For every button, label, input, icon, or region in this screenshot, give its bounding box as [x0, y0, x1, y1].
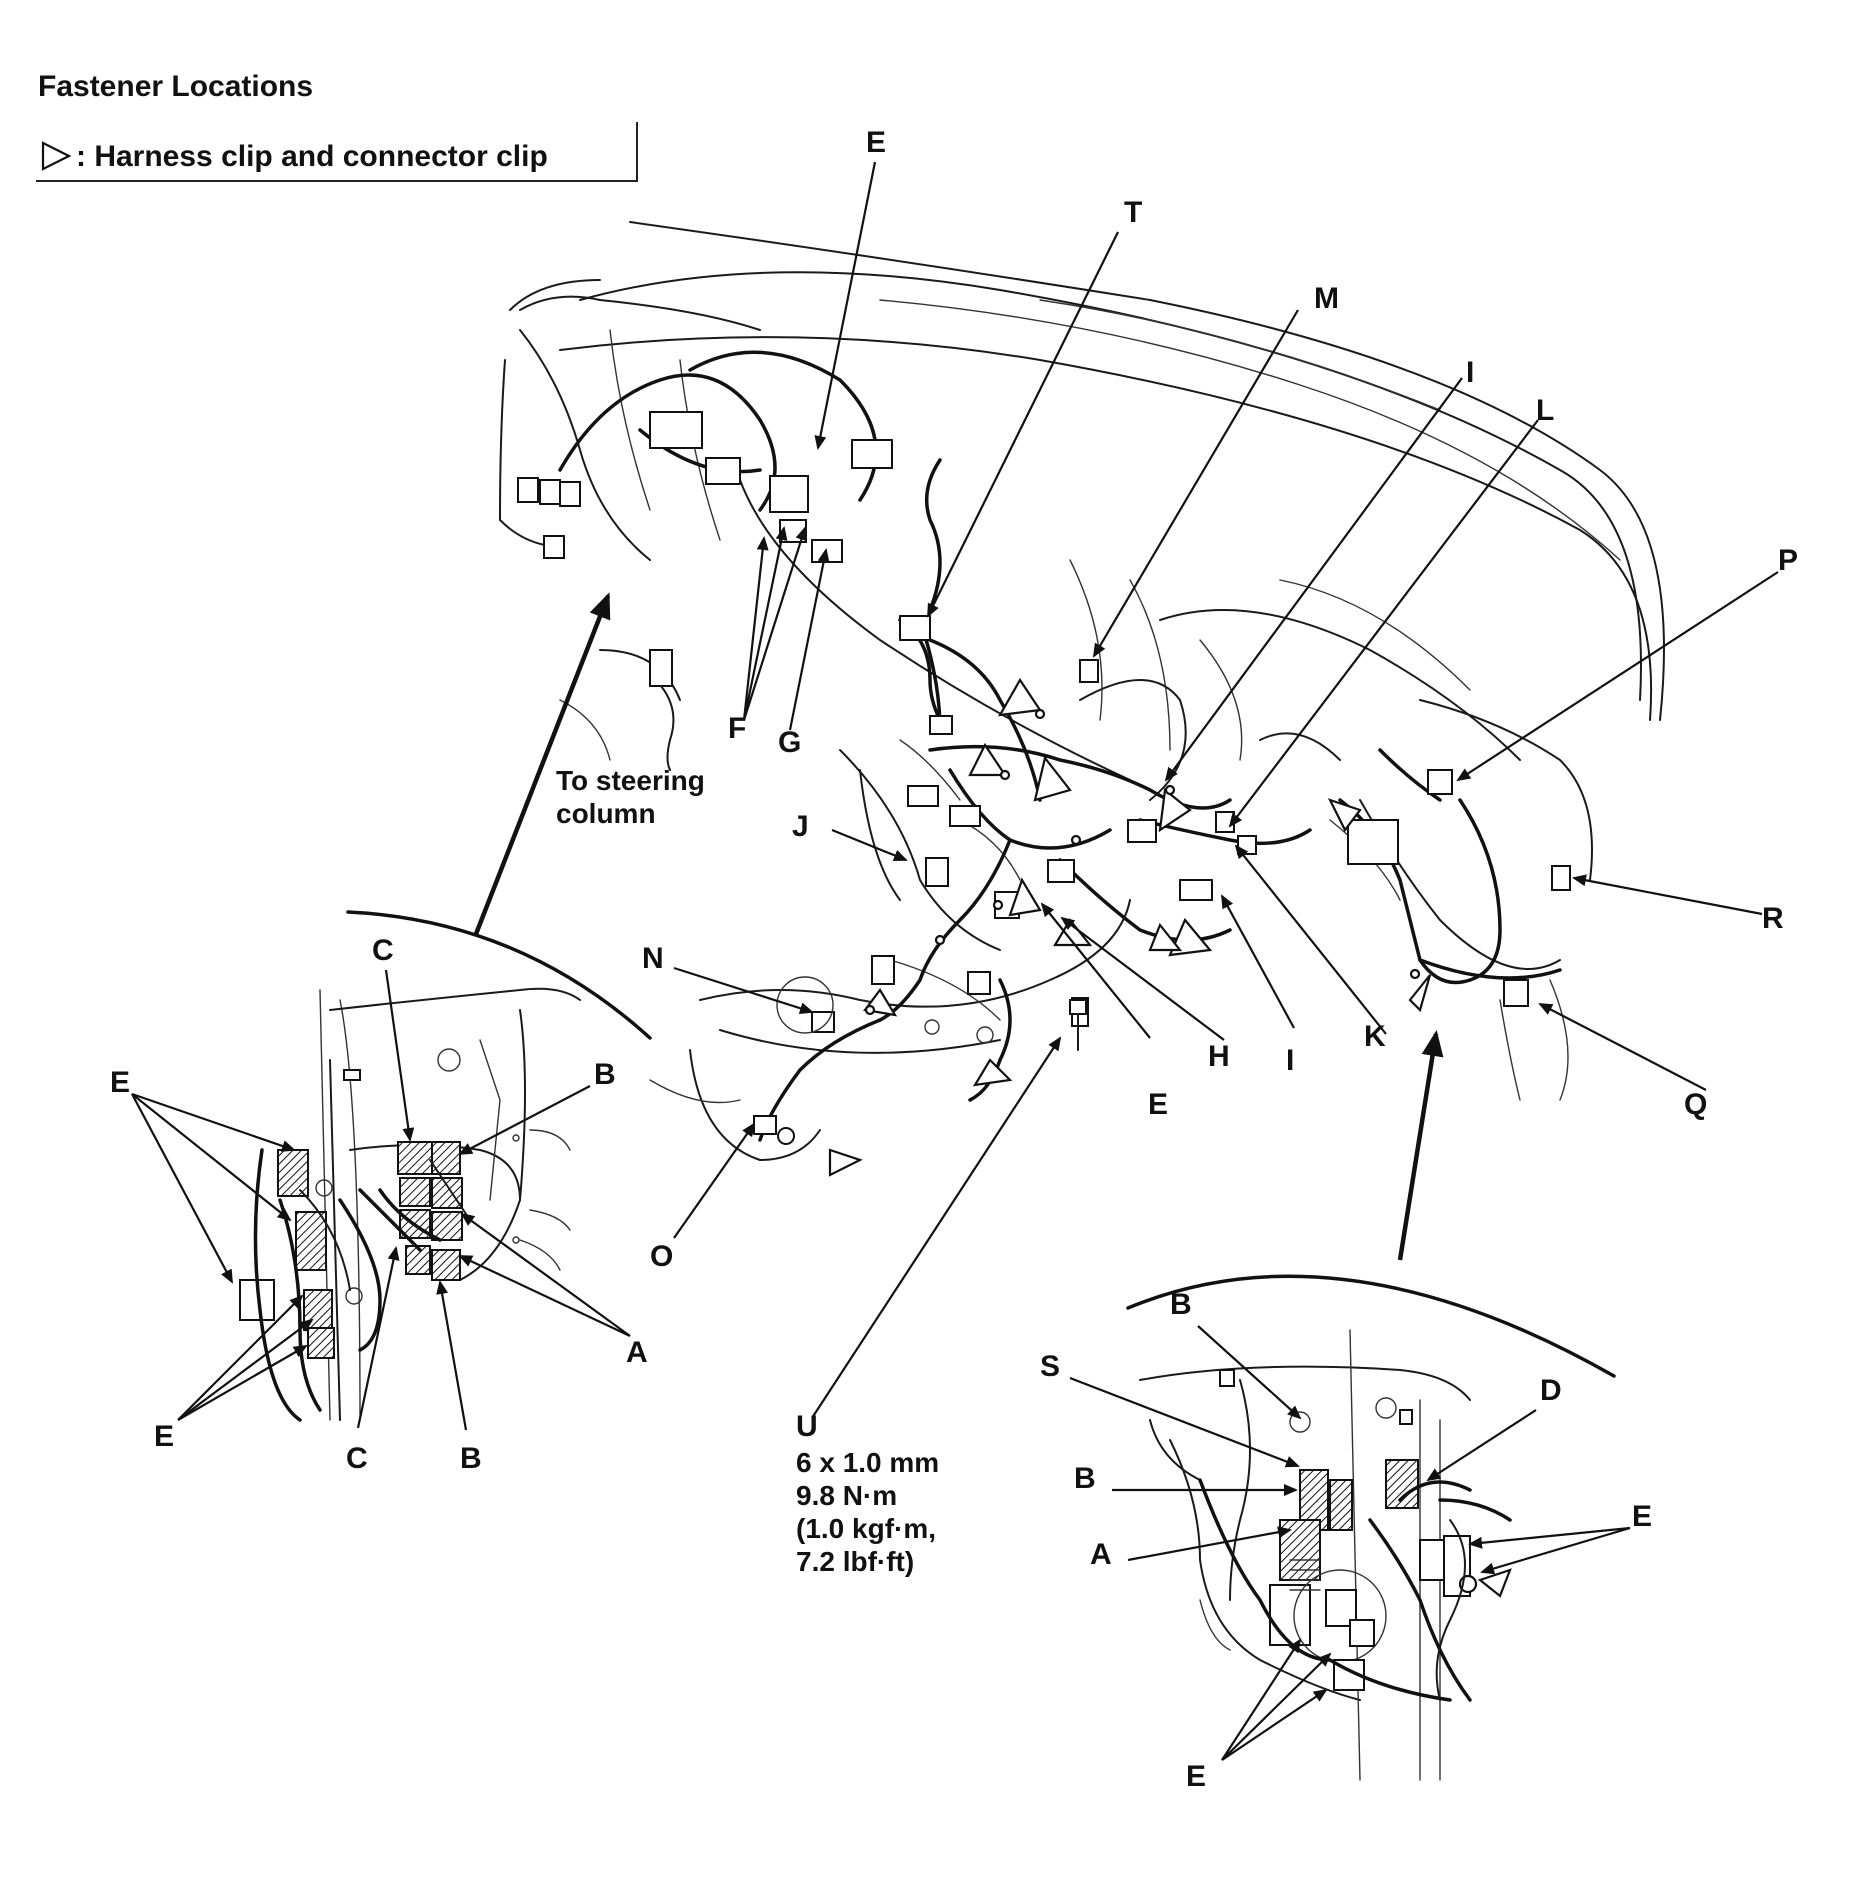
right-detail-view	[1126, 1274, 1616, 1781]
callout-m: M	[1314, 282, 1339, 315]
right-callout-d: D	[1540, 1374, 1562, 1407]
clip-triangle-icon	[41, 141, 72, 171]
left-callout-c-top: C	[372, 934, 394, 967]
callout-u: U	[796, 1410, 818, 1443]
left-callout-b-bottom: B	[460, 1442, 482, 1475]
callout-h: H	[1208, 1040, 1230, 1073]
right-callout-e-right: E	[1632, 1500, 1653, 1533]
left-callout-e-top: E	[110, 1066, 131, 1099]
callout-i-mid: I	[1286, 1044, 1295, 1077]
right-callout-b-mid: B	[1074, 1462, 1096, 1495]
callout-j: J	[792, 810, 809, 843]
callout-l: L	[1536, 394, 1555, 427]
callout-o: O	[650, 1240, 674, 1273]
callout-t: T	[1124, 196, 1143, 229]
callout-i-top: I	[1466, 356, 1475, 389]
callout-leaders	[131, 161, 1779, 1761]
callout-p: P	[1778, 544, 1799, 577]
callout-e-top: E	[866, 126, 887, 159]
callout-n: N	[642, 942, 664, 975]
dashboard-outline	[499, 221, 1665, 1161]
callout-f: F	[728, 712, 747, 745]
left-detail-view	[239, 910, 652, 1422]
callout-k: K	[1364, 1020, 1386, 1053]
left-callout-a: A	[626, 1336, 648, 1369]
left-callout-e-bottom: E	[154, 1420, 175, 1453]
clip-symbols	[828, 677, 1432, 1177]
bolt-icon	[1069, 999, 1087, 1051]
right-callout-e-bottom: E	[1186, 1760, 1207, 1793]
bolt-torque-spec: 6 x 1.0 mm 9.8 N·m (1.0 kgf·m, 7.2 lbf·f…	[796, 1447, 940, 1577]
right-callout-a: A	[1090, 1538, 1112, 1571]
callout-q: Q	[1684, 1088, 1708, 1121]
callout-g: G	[778, 726, 802, 759]
legend-text: : Harness clip and connector clip	[76, 140, 548, 173]
page-title: Fastener Locations	[38, 70, 314, 103]
left-callout-b-top: B	[594, 1058, 616, 1091]
callout-r: R	[1762, 902, 1784, 935]
left-callout-c-bottom: C	[346, 1442, 368, 1475]
right-callout-b-top: B	[1170, 1288, 1192, 1321]
callout-e-mid: E	[1148, 1088, 1169, 1121]
steering-column-note: To steering column	[556, 765, 705, 829]
legend-box	[36, 122, 638, 182]
connectors	[517, 411, 1571, 1145]
right-callout-s: S	[1040, 1350, 1061, 1383]
